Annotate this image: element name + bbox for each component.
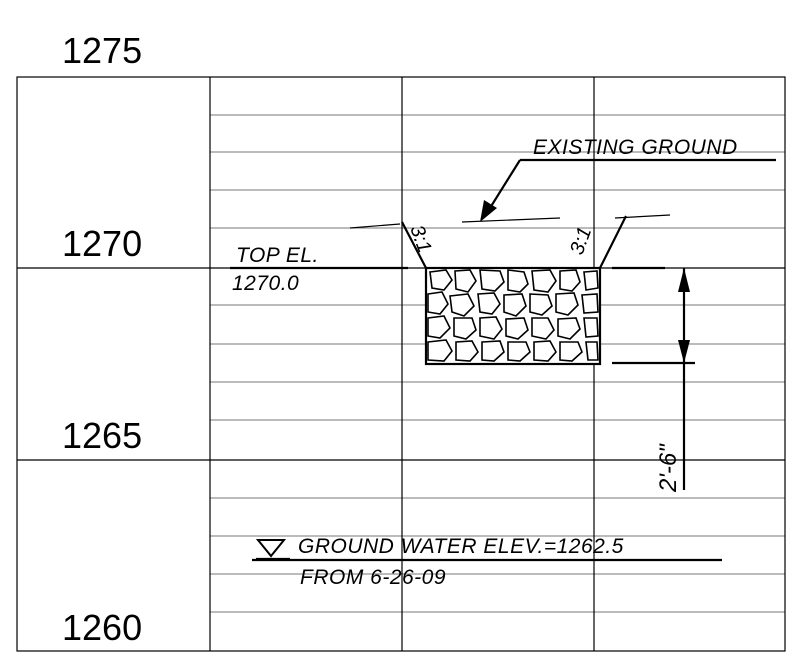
elevation-label-1260: 1260	[62, 607, 142, 648]
dimension-arrow-up-icon	[678, 268, 690, 292]
rock-stones	[427, 269, 599, 362]
ground-water-callout: GROUND WATER ELEV.=1262.5 FROM 6-26-09	[252, 535, 722, 589]
water-level-triangle-icon	[255, 539, 287, 558]
elevation-label-1270: 1270	[62, 223, 142, 264]
dimension-arrow-down-icon	[678, 340, 690, 363]
ground-water-label: GROUND WATER ELEV.=1262.5	[298, 535, 624, 558]
slope-label-left: 3:1	[405, 222, 435, 256]
top-el-value: 1270.0	[232, 272, 299, 295]
trench-slopes: 3:1 3:1	[401, 215, 627, 269]
top-el-title: TOP EL.	[236, 244, 319, 267]
dimension-label: 2'-6"	[655, 443, 682, 493]
leader-arrow-icon	[480, 200, 497, 222]
elevation-label-1265: 1265	[62, 415, 142, 456]
top-elevation-line: TOP EL. 1270.0	[230, 244, 665, 295]
slope-label-right: 3:1	[566, 224, 596, 258]
ground-water-date: FROM 6-26-09	[300, 566, 446, 589]
rock-fill	[424, 266, 602, 366]
depth-dimension: 2'-6"	[612, 268, 695, 493]
elevation-label-1275: 1275	[62, 30, 142, 71]
existing-ground-label: EXISTING GROUND	[533, 136, 738, 159]
existing-ground-callout: EXISTING GROUND	[480, 136, 776, 222]
